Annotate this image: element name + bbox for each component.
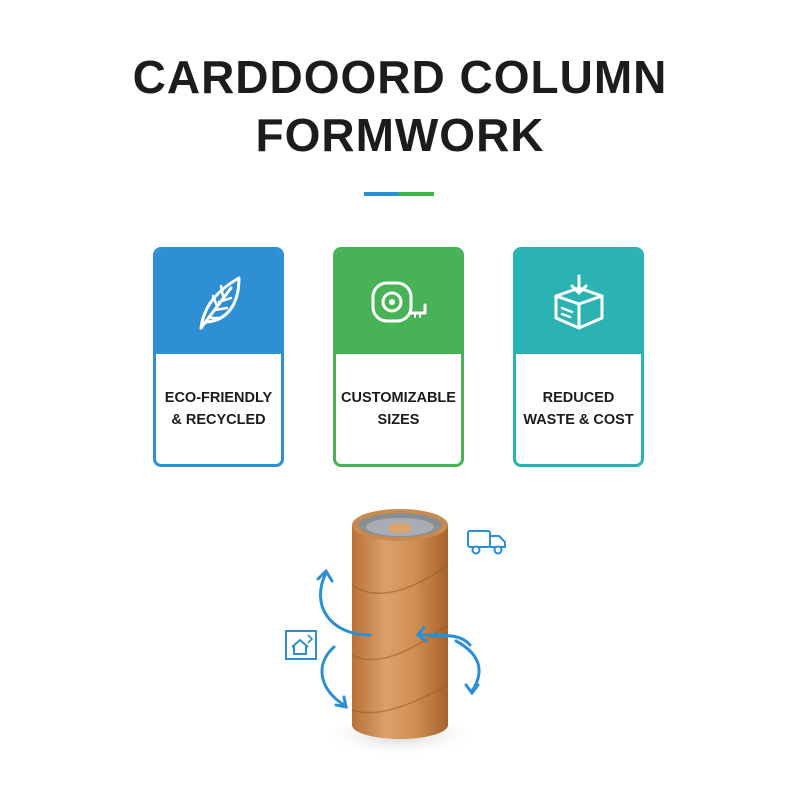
rotation-arrows-icon [316,568,481,709]
feature-card-body: ECO-FRIENDLY & RECYCLED [156,354,281,464]
feature-card-sizes: CUSTOMIZABLE SIZES [333,247,464,467]
feature-card-waste: REDUCED WASTE & COST [513,247,644,467]
divider-blue [364,192,399,196]
box-download-icon [554,274,603,330]
title-divider [364,192,434,196]
cardboard-tube-illustration [316,509,481,757]
tape-measure-icon [371,281,426,323]
feature-card-body: CUSTOMIZABLE SIZES [336,354,461,464]
recycle-house-icon [285,630,317,660]
feature-card-header [516,250,641,354]
delivery-truck-icon [467,530,506,555]
title-line-2: FORMWORK [255,109,545,161]
feature-label-waste: REDUCED WASTE & COST [523,390,634,428]
page-title: CARDDOORD COLUMN FORMWORK [0,48,800,164]
leaf-icon [199,276,240,330]
cardboard-tube-icon [351,509,449,739]
title-line-1: CARDDOORD COLUMN [132,51,668,103]
divider-green [399,192,434,196]
feature-card-body: REDUCED WASTE & COST [516,354,641,464]
feature-label-eco: ECO-FRIENDLY & RECYCLED [164,390,273,428]
feature-card-header [336,250,461,354]
feature-card-eco: ECO-FRIENDLY & RECYCLED [153,247,284,467]
feature-card-header [156,250,281,354]
feature-label-sizes: CUSTOMIZABLE SIZES [341,390,456,428]
